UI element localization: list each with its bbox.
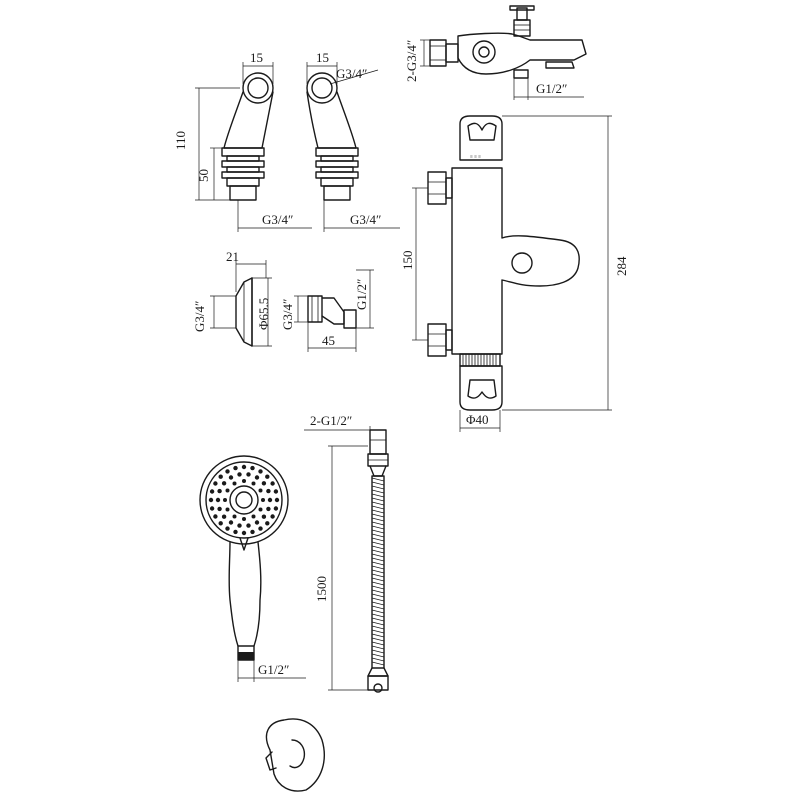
flange-depth-label: 21 bbox=[226, 249, 239, 264]
nozzle-dot bbox=[232, 481, 237, 486]
nozzle-dot bbox=[261, 498, 265, 502]
leg-height-lower-label: 50 bbox=[196, 169, 211, 182]
nozzle-dot bbox=[217, 488, 222, 494]
nozzle-dot bbox=[218, 474, 223, 479]
nozzle-dot bbox=[266, 488, 271, 494]
nozzle-dot bbox=[246, 472, 251, 477]
nozzle-dot bbox=[254, 475, 260, 480]
nozzle-dot bbox=[261, 514, 267, 519]
nozzle-dot bbox=[221, 481, 227, 486]
nozzle-dot bbox=[246, 523, 251, 528]
nozzle-dot bbox=[258, 488, 263, 493]
flange-diameter-label: Φ65.5 bbox=[256, 298, 271, 330]
valve-diameter-label: Φ40 bbox=[466, 412, 489, 427]
nozzle-dot bbox=[228, 475, 234, 480]
nozzle-dot bbox=[242, 517, 246, 521]
nozzle-dot bbox=[237, 472, 242, 477]
hose-length-label: 1500 bbox=[314, 576, 329, 602]
nozzle-dot bbox=[250, 465, 255, 471]
nozzle-dot bbox=[213, 481, 218, 486]
nozzle-dot bbox=[258, 507, 263, 512]
adapter-left-thread-label: G3/4″ bbox=[280, 299, 295, 330]
thermostatic-valve: ≡ ≡ ≡ bbox=[427, 115, 580, 411]
wall-flange bbox=[235, 277, 253, 347]
nozzle-dot bbox=[273, 489, 279, 494]
nozzle-dot bbox=[261, 481, 267, 486]
nozzle-dot bbox=[267, 497, 273, 503]
leg-height-total-label: 110 bbox=[173, 131, 188, 150]
right-leg-base-thread-label: G3/4″ bbox=[350, 212, 381, 227]
spout-dimensions: 2-G3/4″ G1/2″ bbox=[404, 39, 584, 100]
nozzle-dot bbox=[225, 507, 230, 512]
left-leg-base-thread-label: G3/4″ bbox=[262, 212, 293, 227]
nozzle-dot bbox=[270, 514, 275, 519]
nozzle-dot bbox=[258, 469, 263, 474]
valve-dimensions: 150 284 Φ40 bbox=[400, 115, 629, 432]
left-bath-leg bbox=[221, 72, 274, 201]
nozzle-dot bbox=[274, 497, 280, 503]
nozzle-dot bbox=[254, 520, 260, 525]
nozzle-dot bbox=[237, 523, 242, 528]
valve-center-distance-label: 150 bbox=[400, 251, 415, 271]
flange-dimensions: 21 Φ65.5 G3/4″ bbox=[192, 249, 272, 347]
nozzle-dot bbox=[233, 465, 238, 471]
nozzle-dot bbox=[208, 497, 214, 503]
shower-hose bbox=[367, 429, 389, 693]
spray-nozzles bbox=[208, 464, 280, 536]
hand-shower bbox=[199, 455, 289, 661]
nozzle-dot bbox=[225, 526, 230, 531]
right-leg-thread-label: G3/4″ bbox=[336, 66, 367, 81]
nozzle-dot bbox=[225, 469, 230, 474]
nozzle-dot bbox=[209, 489, 215, 494]
adapter-length-label: 45 bbox=[322, 333, 335, 348]
adapter-dimensions: G3/4″ G1/2″ 45 bbox=[280, 269, 374, 352]
nozzle-dot bbox=[218, 521, 223, 526]
nozzle-dot bbox=[242, 479, 246, 483]
nozzle-dot bbox=[250, 529, 255, 535]
nozzle-dot bbox=[266, 506, 271, 512]
shower-holder bbox=[265, 718, 325, 792]
spout-outlet-thread-label: G1/2″ bbox=[536, 81, 567, 96]
left-leg-width-label: 15 bbox=[250, 50, 263, 65]
nozzle-dot bbox=[217, 506, 222, 512]
hose-dimensions: 2-G1/2″ 1500 bbox=[304, 413, 386, 691]
right-bath-leg bbox=[306, 72, 359, 201]
nozzle-dot bbox=[215, 497, 221, 503]
flange-thread-label: G3/4″ bbox=[192, 301, 207, 332]
nozzle-dot bbox=[251, 481, 256, 486]
bath-spout bbox=[429, 5, 587, 79]
adapter-right-thread-label: G1/2″ bbox=[354, 279, 369, 310]
nozzle-dot bbox=[225, 488, 230, 493]
svg-text:≡ ≡ ≡: ≡ ≡ ≡ bbox=[470, 155, 481, 160]
nozzle-dot bbox=[213, 514, 218, 519]
right-leg-width-label: 15 bbox=[316, 50, 329, 65]
nozzle-dot bbox=[265, 474, 270, 479]
nozzle-dot bbox=[241, 464, 247, 470]
valve-total-height-label: 284 bbox=[614, 256, 629, 276]
nozzle-dot bbox=[232, 514, 237, 519]
hose-thread-label: 2-G1/2″ bbox=[310, 413, 352, 428]
nozzle-dot bbox=[258, 526, 263, 531]
nozzle-dot bbox=[209, 506, 215, 511]
nozzle-dot bbox=[251, 514, 256, 519]
nozzle-dot bbox=[270, 481, 275, 486]
nozzle-dot bbox=[221, 514, 227, 519]
left-leg-dimensions: 15 110 50 G3/4″ bbox=[173, 50, 312, 232]
nozzle-dot bbox=[228, 520, 234, 525]
nozzle-dot bbox=[233, 529, 238, 535]
thread-adapter bbox=[307, 295, 357, 329]
hand-shower-dimensions: G1/2″ bbox=[237, 660, 306, 682]
nozzle-dot bbox=[265, 521, 270, 526]
handset-thread-label: G1/2″ bbox=[258, 662, 289, 677]
nozzle-dot bbox=[223, 498, 227, 502]
right-leg-dimensions: 15 G3/4″ G3/4″ bbox=[306, 50, 400, 232]
nozzle-dot bbox=[241, 530, 247, 536]
spout-inlet-thread-label: 2-G3/4″ bbox=[404, 40, 419, 82]
nozzle-dot bbox=[273, 506, 279, 511]
